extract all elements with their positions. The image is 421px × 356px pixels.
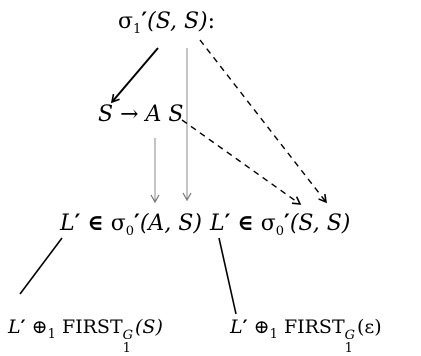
edge-root-to-right-membership — [199, 39, 327, 204]
production-rhs: A S — [145, 102, 184, 127]
left-membership-args: (A, S) — [139, 211, 202, 236]
production-node: S → A S — [98, 104, 183, 126]
root-sigma: σ — [118, 9, 134, 34]
right-leaf-prime: ′ — [242, 316, 248, 338]
left-leaf-oplus-subscript: 1 — [47, 327, 56, 342]
production-lhs: S — [98, 102, 114, 127]
right-membership-l: L — [210, 211, 225, 236]
right-leaf-first-superscript: G — [344, 328, 356, 343]
right-leaf-oplus: ⊕ — [253, 316, 270, 338]
right-leaf-first: FIRST — [283, 316, 345, 338]
left-membership-in: ∈ — [87, 210, 104, 236]
right-membership-in: ∈ — [237, 210, 254, 236]
production-arrow: → — [120, 102, 139, 127]
right-membership-sigma-subscript: 0 — [275, 224, 285, 239]
root-args: (S, S) — [147, 9, 208, 34]
right-membership-node: L′ ∈ σ0′(S, S) — [210, 212, 350, 238]
left-membership-sigma: σ — [110, 211, 126, 236]
left-leaf-oplus: ⊕ — [31, 316, 48, 338]
root-colon: : — [207, 9, 216, 34]
right-membership-sigma: σ — [260, 211, 276, 236]
right-membership-args: (S, S) — [289, 211, 351, 236]
edge-root-to-production — [110, 47, 159, 104]
derivation-diagram: σ1′(S, S): S → A S L′ ∈ σ0′(A, S) L′ ∈ σ… — [8, 10, 382, 355]
edges-layer — [19, 39, 327, 315]
left-leaf-first-subscript: 1 — [122, 341, 131, 356]
right-membership-prime: ′ — [224, 210, 231, 236]
edge-right-membership-to-right-leaf — [218, 237, 237, 315]
left-leaf-l: L — [8, 316, 21, 338]
left-membership-sigma-subscript: 0 — [125, 224, 135, 239]
root-node: σ1′(S, S): — [118, 10, 215, 36]
left-leaf-args: (S) — [135, 316, 163, 338]
left-membership-l: L — [60, 211, 75, 236]
root-prime: ′ — [141, 8, 148, 34]
left-leaf-first-superscript: G — [122, 328, 134, 343]
left-leaf-first: FIRST — [61, 316, 123, 338]
right-leaf-oplus-subscript: 1 — [269, 327, 278, 342]
left-membership-prime: ′ — [74, 210, 81, 236]
right-leaf-l: L — [230, 316, 243, 338]
left-leaf-prime: ′ — [20, 316, 26, 338]
left-membership-sigma-prime: ′ — [134, 210, 140, 236]
edge-left-membership-to-left-leaf — [19, 237, 63, 295]
root-sigma-subscript: 1 — [133, 22, 142, 37]
right-membership-sigma-prime: ′ — [284, 210, 290, 236]
right-leaf-args: (ε) — [357, 316, 382, 338]
right-leaf-first-subscript: 1 — [344, 341, 353, 356]
left-membership-node: L′ ∈ σ0′(A, S) — [60, 212, 202, 238]
edge-production-to-right-membership — [181, 119, 302, 205]
